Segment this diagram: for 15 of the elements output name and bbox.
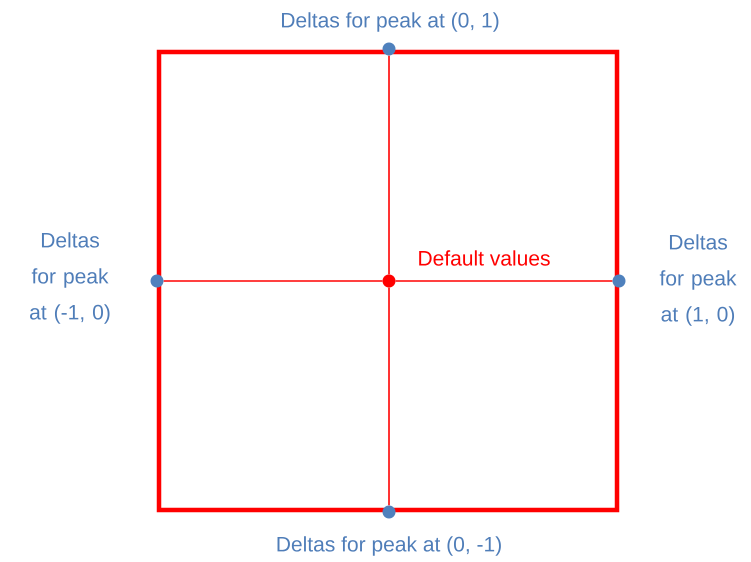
square-frame: [156, 50, 620, 512]
line: [388, 56, 390, 274]
node-label: Deltas for peak at (1, 0): [660, 234, 737, 326]
node-label: Deltas for peak at (-1, 0): [30, 232, 110, 324]
dot: [612, 274, 626, 288]
dot: [382, 42, 396, 56]
node-label: Deltas for peak at (0, 1): [282, 12, 498, 32]
dot: [150, 274, 164, 288]
dot: [382, 274, 396, 288]
line: [164, 280, 382, 282]
line: [388, 288, 390, 506]
node-label: Deltas for peak at (0, -1): [278, 536, 501, 556]
dot: [382, 506, 396, 518]
line: [396, 280, 612, 282]
node-label: Default values: [419, 250, 550, 266]
